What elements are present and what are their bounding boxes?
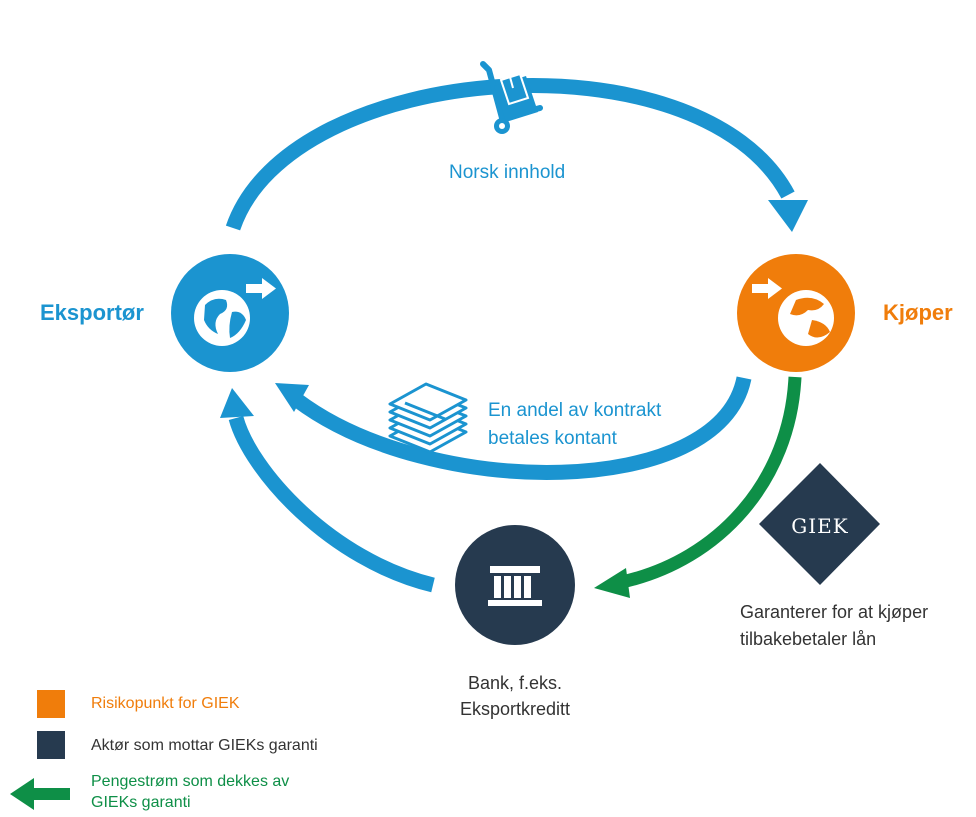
money-stack-icon	[388, 382, 468, 454]
bank-label-line1: Bank, f.eks.	[467, 673, 563, 693]
loan-arrowhead	[220, 388, 254, 418]
hand-truck-box-icon	[480, 61, 543, 134]
giek-logo: GIEK	[759, 463, 880, 585]
cash-flow-label-line2: betales kontant	[488, 428, 617, 449]
cash-arrowhead	[275, 383, 309, 412]
exporter-label: Eksportør	[40, 300, 144, 325]
legend-risk-label: Risikopunkt for GIEK	[91, 695, 240, 712]
globe-arrow-out-icon	[194, 278, 276, 346]
buyer-label: Kjøper	[883, 300, 953, 325]
legend-money-arrow-icon	[10, 778, 70, 810]
goods-flow-label: Norsk innhold	[449, 162, 566, 183]
repayment-arrowhead	[594, 568, 630, 598]
legend-money-label-line1: Pengestrøm som dekkes av	[91, 773, 290, 790]
bank-building-icon	[488, 566, 542, 606]
legend-money-label-line2: GIEKs garanti	[91, 794, 191, 811]
buyer-node	[737, 254, 855, 372]
bank-label-line2: Eksportkreditt	[459, 699, 571, 719]
repayment-flow-arrow	[620, 376, 802, 589]
giek-label-line1: Garanterer for at kjøper	[740, 602, 929, 622]
exporter-node	[171, 254, 289, 372]
goods-arrowhead	[768, 200, 808, 232]
legend-actor-label: Aktør som mottar GIEKs garanti	[91, 737, 318, 754]
cash-flow-label-line1: En andel av kontrakt	[488, 400, 662, 421]
legend-actor-swatch	[37, 731, 65, 759]
cash-flow-arrow	[292, 376, 752, 480]
loan-flow-arrow	[228, 415, 435, 593]
giek-logo-text: GIEK	[791, 514, 848, 538]
legend-risk-swatch	[37, 690, 65, 718]
bank-node	[455, 525, 575, 645]
globe-arrow-in-icon	[752, 278, 834, 346]
giek-label-line2: tilbakebetaler lån	[740, 629, 877, 649]
